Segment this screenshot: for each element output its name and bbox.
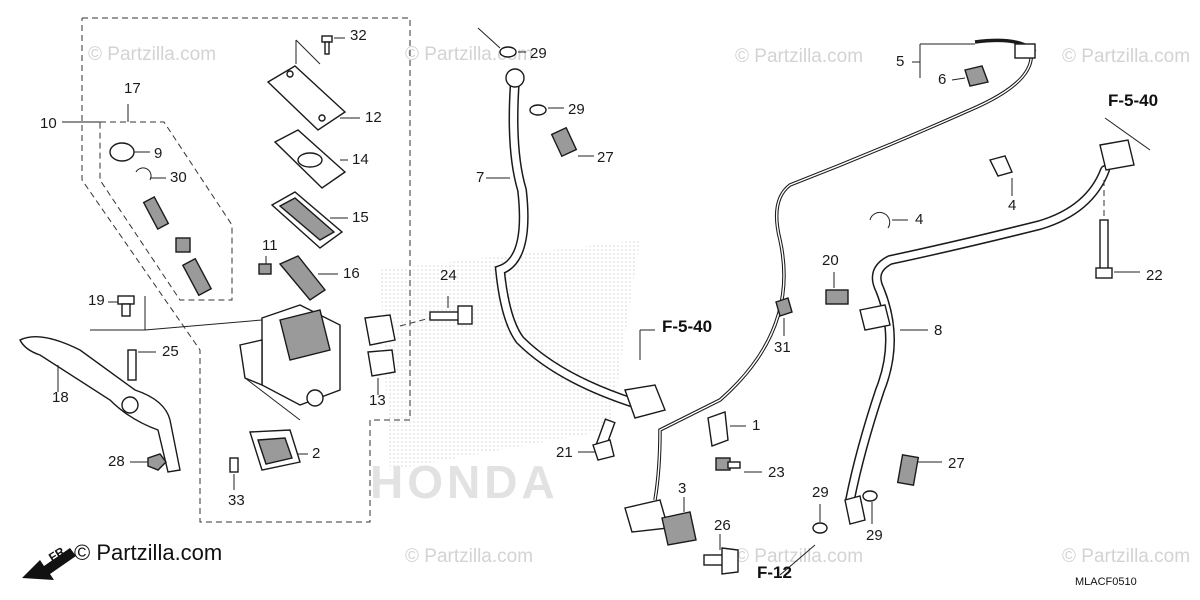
callout-c15: 15 xyxy=(352,209,369,226)
bolt-23 xyxy=(715,457,741,471)
watermark-text: © Partzilla.com xyxy=(735,546,863,567)
washer-29c xyxy=(812,522,828,534)
callout-c19: 19 xyxy=(88,292,105,309)
watermark-text: © Partzilla.com xyxy=(735,46,863,67)
watermark-text: © Partzilla.com xyxy=(1062,546,1190,567)
callout-c29a: 29 xyxy=(530,45,547,62)
screw-32 xyxy=(321,35,333,55)
callout-c2: 2 xyxy=(312,445,320,462)
bolt-22 xyxy=(1095,219,1113,279)
clamp-31 xyxy=(775,297,793,317)
callout-c11: 11 xyxy=(262,237,278,254)
clamp-6 xyxy=(964,65,989,87)
callout-c31: 31 xyxy=(774,339,791,356)
callout-c17: 17 xyxy=(124,80,141,97)
callout-c5: 5 xyxy=(896,53,904,70)
brand-text: © Partzilla.com xyxy=(74,540,222,565)
callout-c6: 6 xyxy=(938,71,946,88)
piston xyxy=(142,195,170,231)
ref-f-5-40-mid: F-5-40 xyxy=(662,317,712,336)
front-direction-arrow xyxy=(22,548,76,580)
callout-c27b: 27 xyxy=(948,455,965,472)
callout-c26: 26 xyxy=(714,517,731,534)
spring xyxy=(181,257,213,297)
assembly-box-10 xyxy=(81,17,411,523)
bracket-1 xyxy=(707,411,729,447)
callout-c8: 8 xyxy=(934,322,942,339)
callout-c27a: 27 xyxy=(597,149,614,166)
callout-c28: 28 xyxy=(108,453,125,470)
honda-wing-background xyxy=(380,240,640,470)
circlip-30 xyxy=(135,167,152,181)
washer-29a xyxy=(499,46,517,58)
hose-joint xyxy=(624,384,666,419)
master-cylinder-body xyxy=(239,304,341,421)
clip-4a xyxy=(869,211,891,229)
ref-f-12: F-12 xyxy=(757,563,792,582)
callout-c32: 32 xyxy=(350,27,367,44)
hose-joint-8 xyxy=(859,304,891,331)
screw-33 xyxy=(229,457,239,473)
callout-c13: 13 xyxy=(369,392,386,409)
washer-29d xyxy=(862,490,878,502)
callout-c29d: 29 xyxy=(866,527,883,544)
holder-13 xyxy=(364,314,396,377)
watermark-layer: © Partzilla.com © Partzilla.com © Partzill… xyxy=(88,44,1190,567)
callout-c29b: 29 xyxy=(568,101,585,118)
watermark-text: © Partzilla.com xyxy=(1062,46,1190,67)
callout-c29c: 29 xyxy=(812,484,829,501)
watermark-text: © Partzilla.com xyxy=(88,44,216,65)
callout-c33: 33 xyxy=(228,492,245,509)
callout-c24: 24 xyxy=(440,267,457,284)
callout-c23: 23 xyxy=(768,464,785,481)
callout-c9: 9 xyxy=(154,145,162,162)
nut-28 xyxy=(147,453,167,471)
callout-c10: 10 xyxy=(40,115,57,132)
callout-c30: 30 xyxy=(170,169,187,186)
callout-c16: 16 xyxy=(343,265,360,282)
callout-c20: 20 xyxy=(822,252,839,269)
brake-switch-2 xyxy=(249,429,301,471)
bolt-26 xyxy=(703,547,739,575)
callout-c3: 3 xyxy=(678,480,686,497)
pivot-bolt-19 xyxy=(117,295,135,317)
honda-watermark-text: HONDA xyxy=(370,456,559,508)
bolt-21 xyxy=(592,418,616,461)
pin-25 xyxy=(127,349,137,381)
callout-c18: 18 xyxy=(52,389,69,406)
callout-c25: 25 xyxy=(162,343,179,360)
reservoir-cap-12 xyxy=(266,65,347,131)
callout-c7: 7 xyxy=(476,169,484,186)
callout-c22: 22 xyxy=(1146,267,1163,284)
callout-c4a: 4 xyxy=(915,211,923,228)
callout-c1: 1 xyxy=(752,417,760,434)
hose-fitting-bottom xyxy=(844,495,866,525)
bolt-24 xyxy=(429,305,473,325)
ref-arrow-f540-upper xyxy=(1104,117,1151,151)
callout-c12: 12 xyxy=(365,109,382,126)
callout-c14: 14 xyxy=(352,151,369,168)
three-way-joint-3 xyxy=(624,499,697,546)
rubber-16 xyxy=(278,255,327,301)
banjo-bolt-27a xyxy=(550,126,578,158)
hose-fitting-top xyxy=(1099,139,1135,171)
clip-4b xyxy=(988,155,1013,177)
ref-arrow-f12 xyxy=(779,544,816,576)
banjo-bolt-27b xyxy=(896,454,920,486)
pipe-fitting-top xyxy=(1014,43,1036,59)
boot-9 xyxy=(109,142,135,162)
diagram-code: MLACF0510 xyxy=(1075,576,1137,588)
bolt-20 xyxy=(825,289,849,305)
watermark-text: © Partzilla.com xyxy=(405,546,533,567)
callout-c4b: 4 xyxy=(1008,197,1016,214)
ref-f-5-40-upper: F-5-40 xyxy=(1108,91,1158,110)
washer-29b xyxy=(529,104,547,116)
brake-lever-18 xyxy=(19,335,181,473)
assembly-box-17 xyxy=(99,121,233,301)
clip-11 xyxy=(258,263,272,275)
callout-c21: 21 xyxy=(556,444,573,461)
